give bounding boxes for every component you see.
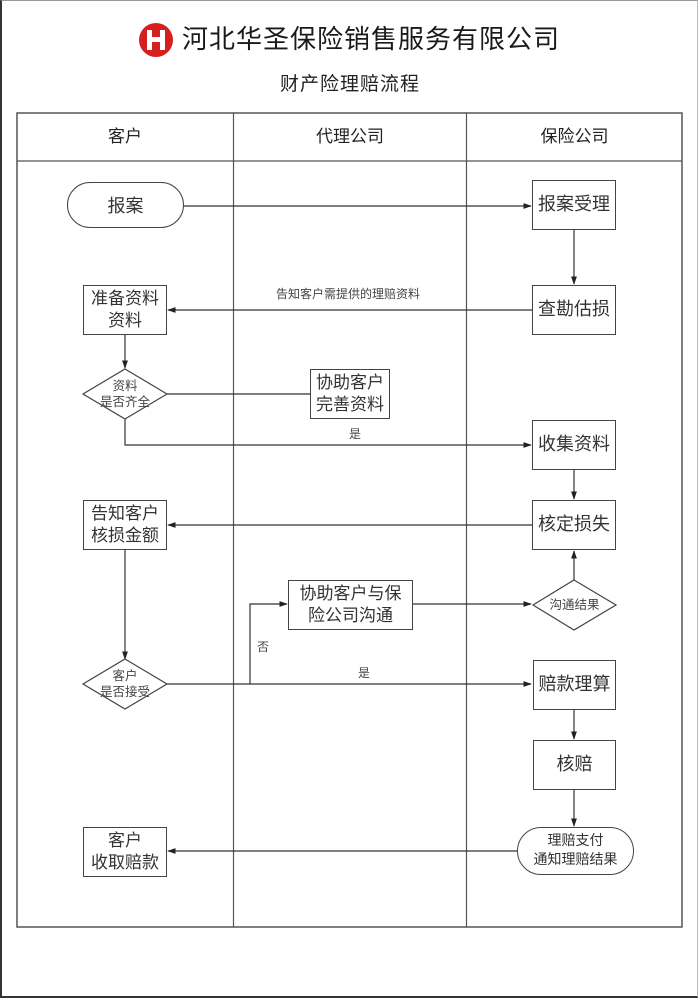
edge-label-notify-required-docs: 告知客户需提供的理赔资料 [276,287,421,301]
node-assist-communicate: 协助客户与保 险公司沟通 [288,580,413,630]
node-notify-loss-amount-line1: 告知客户 [91,504,159,524]
node-assist-complete-docs-line2: 完善资料 [316,395,384,415]
edge-label-accept-no: 否 [257,640,270,654]
node-customer-receive-line2: 收取赔款 [91,853,159,873]
decision-customer-accepts-line2: 是否接受 [99,684,150,699]
decision-docs-complete-line1: 资料 [112,378,138,393]
node-report: 报案 [67,182,184,228]
node-customer-receive-line1: 客户 [108,831,142,851]
node-prepare-docs-line2: 资料 [108,311,142,331]
table-border [16,112,683,928]
node-prepare-docs: 准备资料 资料 [83,285,167,335]
node-assist-communicate-line1: 协助客户与保 [299,584,402,604]
document-title: 财产险理赔流程 [279,73,420,95]
node-report-accept: 报案受理 [532,180,616,230]
node-payment-notify-line1: 理赔支付 [547,833,604,849]
node-claim-calculation: 赔款理算 [533,660,616,710]
edge-label-accept-yes: 是 [358,666,371,680]
company-logo-icon [139,23,173,57]
lane-header-insurer: 保险公司 [540,127,609,147]
node-report-label: 报案 [107,196,144,217]
node-survey-assess-label: 查勘估损 [538,299,610,320]
node-claim-review: 核赔 [533,740,616,790]
node-collect-docs: 收集资料 [532,420,616,470]
lane-header-customer: 客户 [108,127,142,147]
node-claim-review-label: 核赔 [556,754,593,775]
node-survey-assess: 查勘估损 [532,285,616,335]
node-assist-communicate-line2: 险公司沟通 [308,606,393,626]
decision-docs-complete-label: 资料 是否齐全 [83,378,167,410]
lane-header-agency: 代理公司 [316,127,384,147]
decision-docs-complete [81,368,169,420]
swimlane-table [16,112,683,928]
edge-label-docs-yes: 是 [349,427,362,441]
node-report-accept-label: 报案受理 [538,194,610,215]
decision-customer-accepts [81,658,169,710]
edge-accept-no-to-assist [167,601,288,685]
decision-communication-result-text: 沟通结果 [549,597,600,612]
node-notify-loss-amount-line2: 核损金额 [91,526,159,546]
company-name: 河北华圣保险销售服务有限公司 [182,25,561,55]
node-assist-complete-docs-line1: 协助客户 [316,373,384,393]
node-notify-loss-amount: 告知客户 核损金额 [83,500,167,550]
node-claim-calculation-label: 赔款理算 [538,674,611,695]
header: 河北华圣保险销售服务有限公司 财产险理赔流程 [0,0,700,105]
node-determine-loss: 核定损失 [532,500,616,550]
node-assist-complete-docs: 协助客户 完善资料 [310,369,390,419]
node-customer-receive: 客户 收取赔款 [83,827,167,877]
node-collect-docs-label: 收集资料 [538,434,610,455]
decision-communication-result [531,579,618,631]
node-determine-loss-label: 核定损失 [538,514,610,535]
edge-check-yes-to-collect [124,419,532,448]
decision-customer-accepts-label: 客户 是否接受 [83,668,167,700]
node-payment-notify-line2: 通知理赔结果 [533,852,618,868]
decision-docs-complete-line2: 是否齐全 [99,394,150,409]
node-payment-notify: 理赔支付 通知理赔结果 [517,827,634,875]
node-prepare-docs-line1: 准备资料 [91,289,159,309]
decision-communication-result-label: 沟通结果 [533,597,616,613]
decision-customer-accepts-line1: 客户 [112,668,138,683]
